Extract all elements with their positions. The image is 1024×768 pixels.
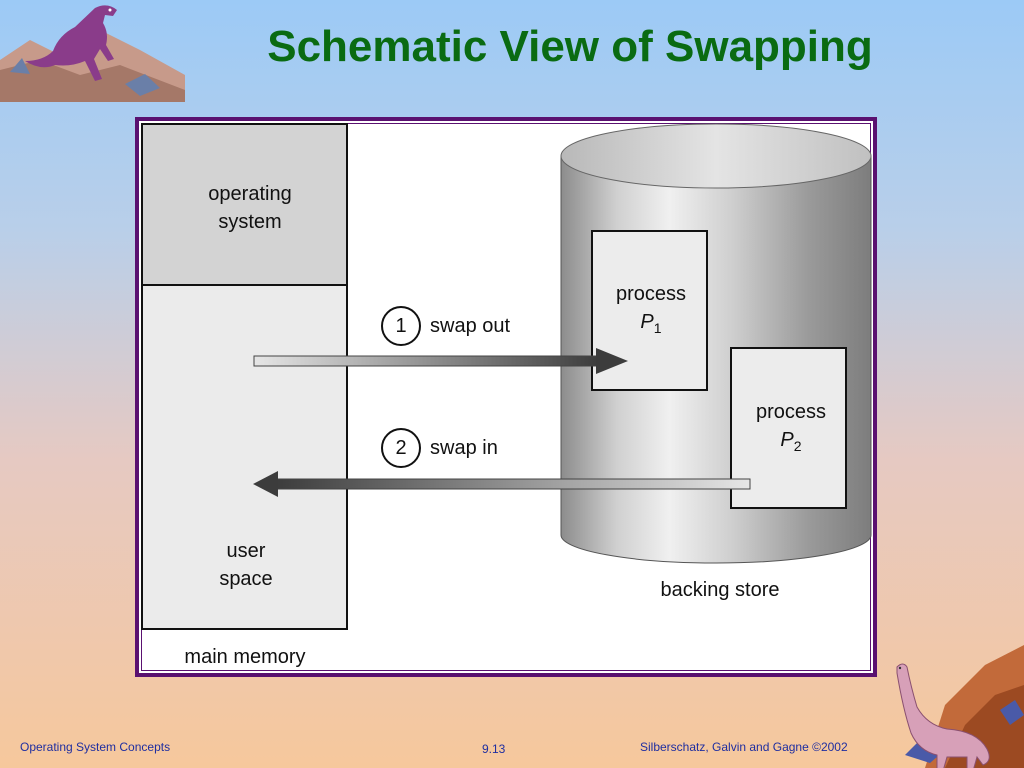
swap-in-label: swap in [430,437,498,459]
footer-left: Operating System Concepts [20,740,171,754]
os-label: operating system [180,180,320,236]
swap-out-arrow [253,348,628,374]
process-p1-name: P1 [596,308,706,342]
backing-store-label: backing store [660,579,780,601]
step-1-circle [381,306,421,346]
process-p1-letter: P [640,311,654,333]
user-space-label-line2: space [219,568,273,590]
process-p1-label: process P1 [596,280,706,342]
main-memory-label: main memory [184,646,306,668]
process-p2-box [730,347,847,509]
slide-title: Schematic View of Swapping [267,22,873,71]
process-p1-word: process [615,283,687,305]
dinosaur-bottom-right-icon [896,645,1024,768]
user-space-label-line1: user [226,540,266,562]
process-p2-letter: P [780,429,794,451]
footer-page-number: 9.13 [482,742,506,756]
os-label-line1: operating [208,183,292,205]
process-p2-label: process P2 [736,398,846,460]
user-space-label: user space [196,537,296,593]
process-p2-subscript: 2 [793,438,802,454]
process-p2-word: process [755,401,827,423]
process-p1-subscript: 1 [653,320,662,336]
step-2-number: 2 [395,437,407,459]
footer-right: Silberschatz, Galvin and Gagne ©2002 [640,740,848,754]
user-space-region [141,284,348,630]
os-label-line2: system [218,211,282,233]
swap-in-arrow [253,471,751,497]
step-1-number: 1 [395,315,407,337]
step-2-circle [381,428,421,468]
process-p2-name: P2 [736,426,846,460]
swap-out-label: swap out [430,315,511,337]
dinosaur-top-left-icon [0,5,185,102]
